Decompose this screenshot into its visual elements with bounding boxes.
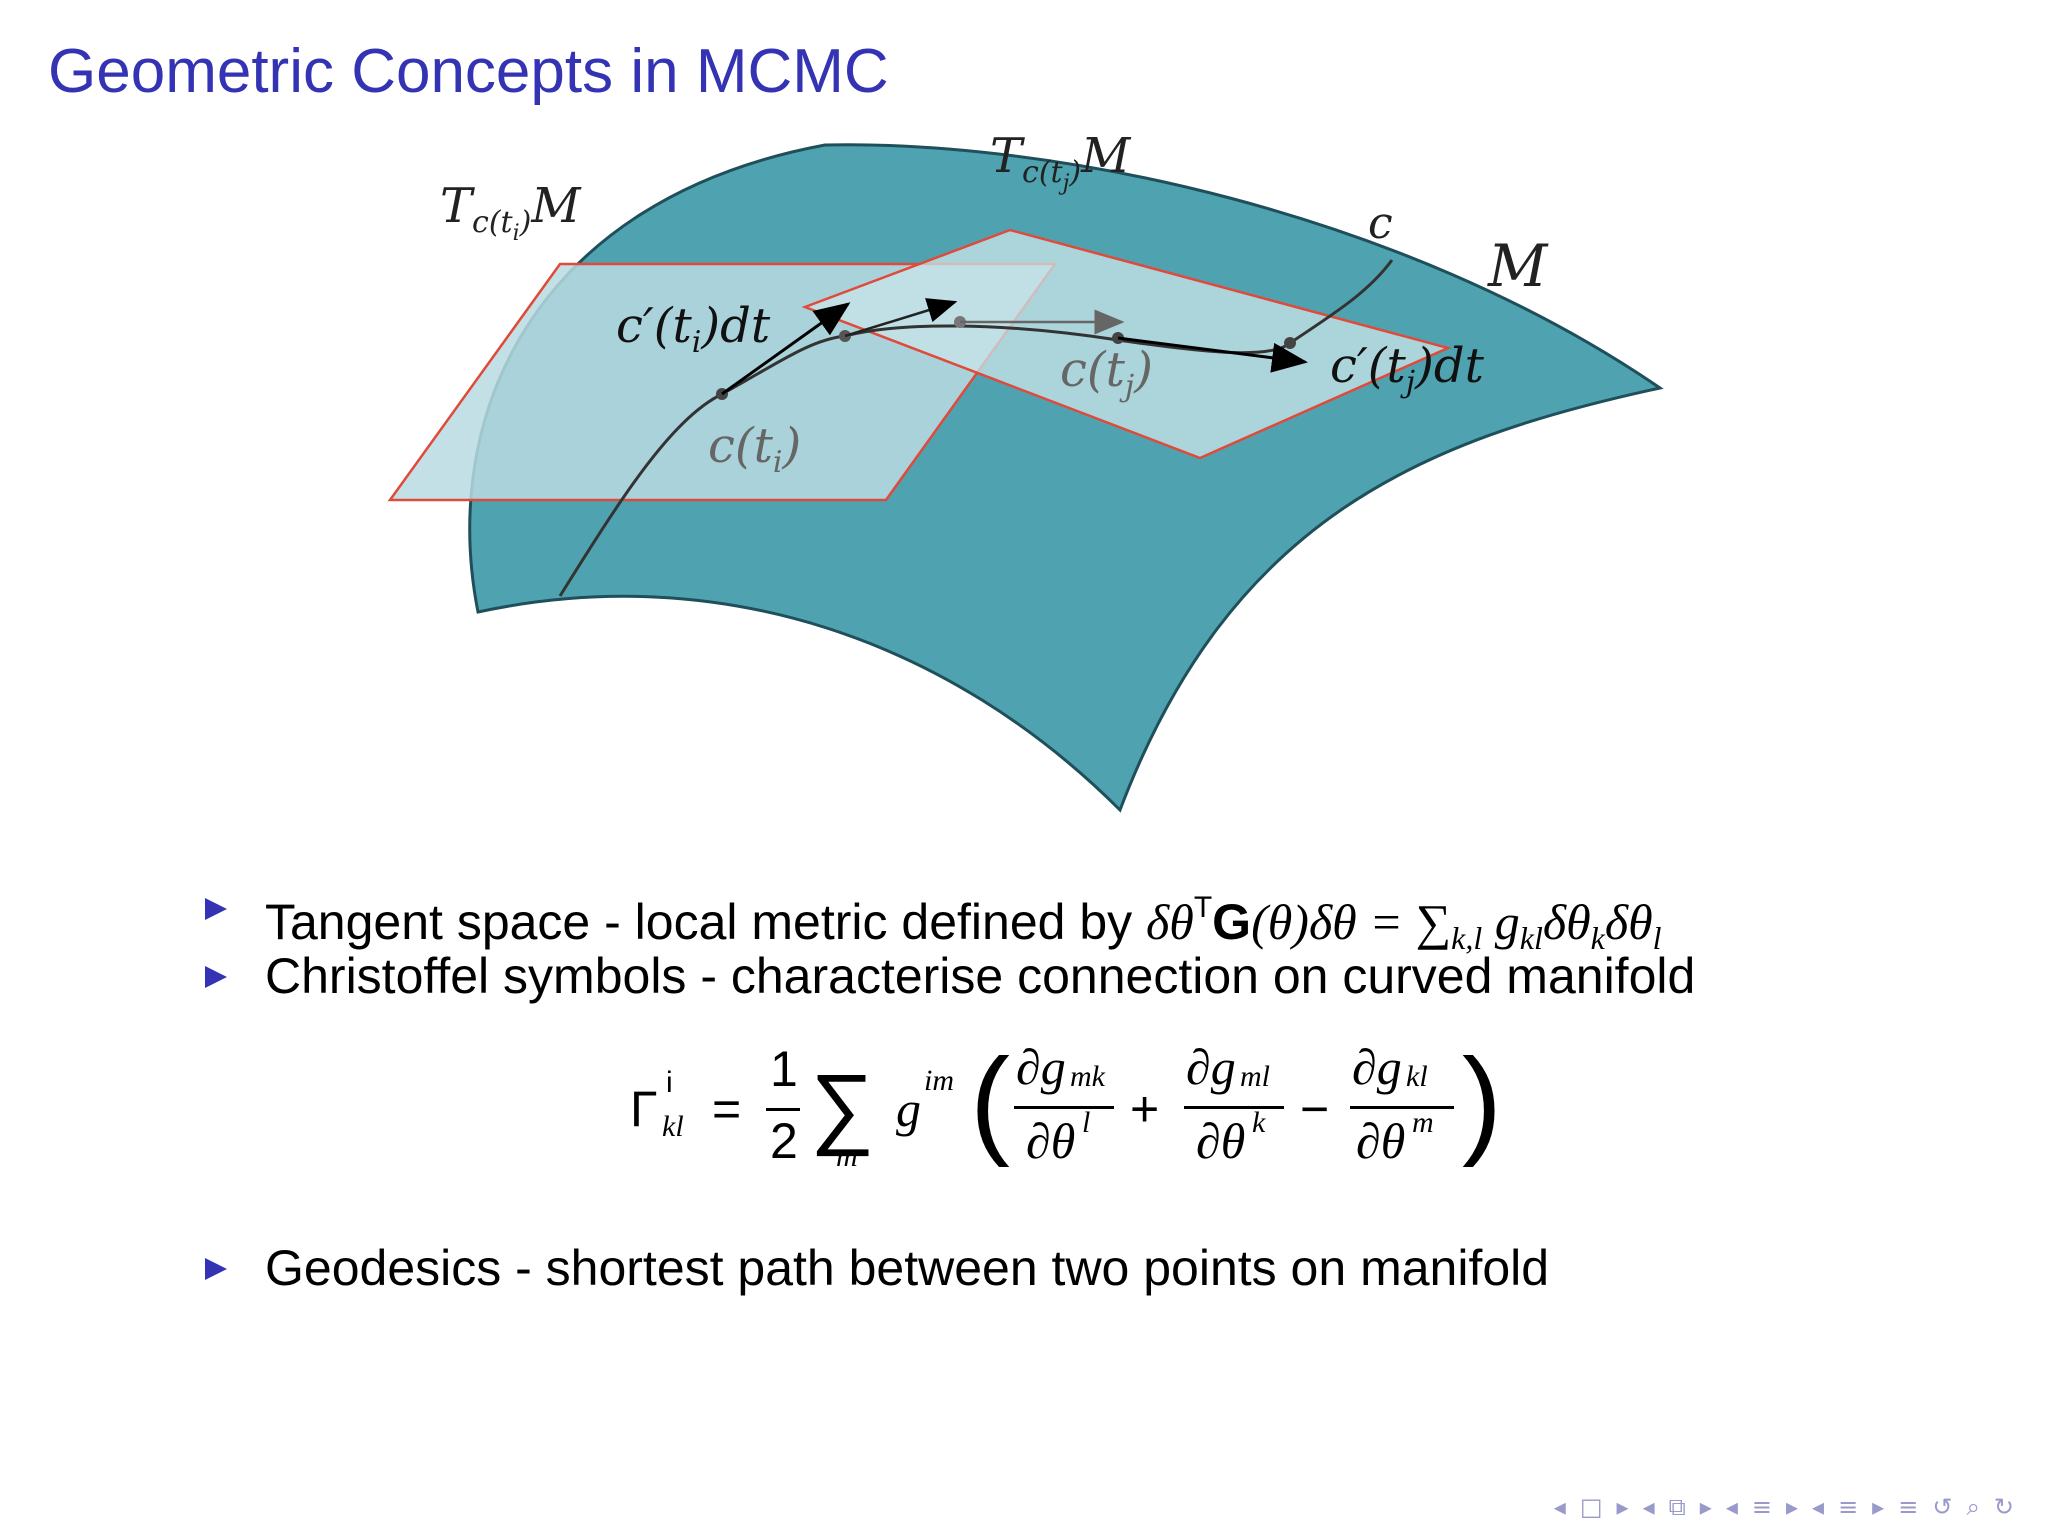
label-tangent-j: Tc(tj)M	[990, 128, 1132, 196]
label-manifold-M: M	[1487, 232, 1549, 300]
formula-gamma-sub: kl	[662, 1110, 684, 1143]
formula-sum-sub: m	[836, 1140, 858, 1173]
nav-right-icon[interactable]: ▸	[1785, 1493, 1799, 1521]
formula-half-den: 2	[770, 1113, 798, 1169]
beamer-navigation: ◂ □ ▸ ◂ ⧉ ▸ ◂ ≡ ▸ ◂ ≡ ▸ ≡ ↺ ⌕ ↻	[1550, 1492, 2018, 1522]
nav-right-icon[interactable]: ▸	[1872, 1493, 1885, 1521]
formula-t3-num: ∂g	[1352, 1039, 1402, 1095]
bullet-marker-icon	[205, 1258, 227, 1280]
bullet-marker-icon	[205, 898, 227, 920]
nav-left-icon[interactable]: ◂	[1725, 1493, 1738, 1521]
nav-left-icon[interactable]: ◂	[1812, 1493, 1825, 1521]
formula-gamma: Γ	[630, 1081, 658, 1137]
nav-appendix-icon[interactable]: ≡	[1898, 1493, 1919, 1521]
formula-g: g	[896, 1081, 921, 1137]
formula-t2-num: ∂g	[1186, 1039, 1236, 1095]
slide-title: Geometric Concepts in MCMC	[48, 37, 889, 106]
christoffel-formula: Γ i kl = 1 2 ∑ m g im ( ∂g mk ∂θ l + ∂g …	[630, 1030, 1530, 1200]
bullet-text: Geodesics - shortest path between two po…	[265, 1240, 1550, 1296]
nav-back-icon[interactable]: ↺	[1932, 1493, 1953, 1521]
nav-left-icon[interactable]: ◂	[1553, 1493, 1566, 1521]
formula-minus: −	[1300, 1081, 1330, 1137]
velocity-arrow-i	[721, 302, 851, 396]
formula-t2-den: ∂θ	[1196, 1113, 1246, 1169]
formula-rparen: )	[1462, 1034, 1502, 1168]
nav-right-icon[interactable]: ▸	[1699, 1493, 1712, 1521]
nav-section-icon[interactable]: ≡	[1751, 1493, 1772, 1521]
formula-t1-num: ∂g	[1016, 1039, 1066, 1095]
nav-search-icon[interactable]: ⌕	[1966, 1493, 1980, 1521]
bullet-text: Christoffel symbols - characterise conne…	[265, 948, 1696, 1004]
formula-t1-den: ∂θ	[1026, 1113, 1076, 1169]
nav-frame-icon[interactable]: □	[1579, 1493, 1603, 1521]
nav-section-icon[interactable]: ≡	[1838, 1493, 1859, 1521]
formula-t3-den-sup: m	[1412, 1106, 1434, 1139]
nav-left-icon[interactable]: ◂	[1642, 1493, 1655, 1521]
formula-lparen: (	[970, 1034, 1010, 1168]
formula-gamma-sup: i	[666, 1066, 673, 1099]
nav-subsection-icon[interactable]: ⧉	[1668, 1493, 1686, 1521]
tangent-plane-j	[801, 228, 1452, 460]
formula-t2-den-sup: k	[1252, 1106, 1266, 1139]
formula-plus: +	[1130, 1081, 1160, 1137]
velocity-arrow-j	[1117, 336, 1308, 373]
label-velocity-i: c′(ti)dt	[616, 298, 771, 360]
label-point-i: c(ti)	[708, 418, 801, 480]
formula-t3-den: ∂θ	[1356, 1113, 1406, 1169]
velocity-arrow-mid1	[844, 298, 958, 338]
label-tangent-i: Tc(ti)M	[440, 178, 582, 246]
formula-t1-den-sup: l	[1082, 1106, 1091, 1139]
nav-right-icon[interactable]: ▸	[1616, 1493, 1629, 1521]
formula-equals: =	[712, 1081, 742, 1137]
formula-t1-num-sub: mk	[1070, 1060, 1105, 1093]
label-point-j: c(tj)	[1060, 342, 1153, 404]
point-curve-end	[1284, 337, 1296, 349]
formula-half-num: 1	[770, 1041, 798, 1097]
formula-g-sup: im	[924, 1064, 954, 1097]
bullet-marker-icon	[205, 966, 227, 988]
nav-forward-icon[interactable]: ↻	[1993, 1493, 2014, 1521]
formula-sum: ∑	[810, 1057, 875, 1157]
formula-t2-num-sub: ml	[1240, 1060, 1270, 1093]
label-curve-c: c	[1368, 198, 1393, 249]
label-velocity-j: c′(tj)dt	[1330, 338, 1485, 400]
formula-t3-num-sub: kl	[1406, 1060, 1428, 1093]
bullet-text: Tangent space - local metric defined by …	[265, 891, 1662, 956]
